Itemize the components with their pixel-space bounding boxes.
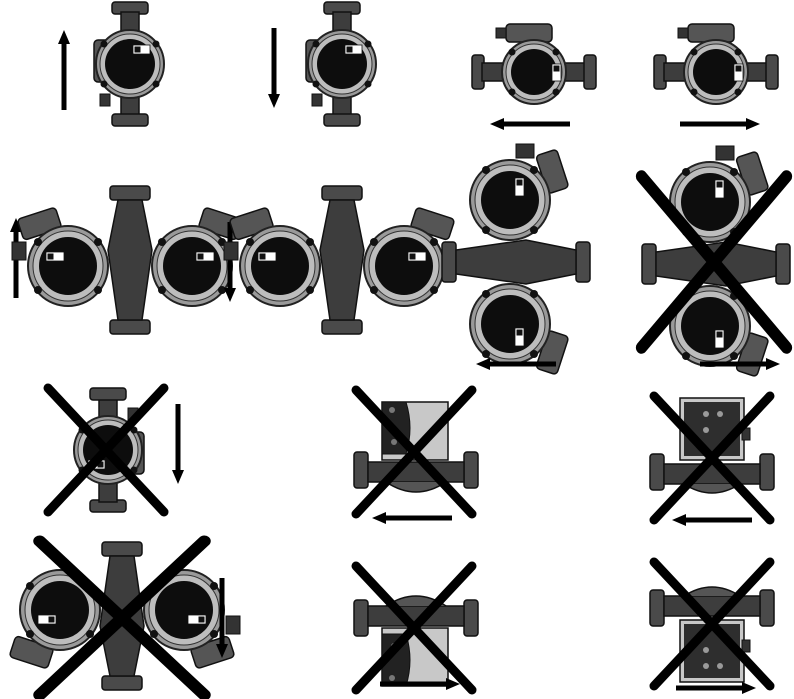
pump-icon bbox=[94, 2, 164, 126]
flow-arrow-right-icon bbox=[676, 682, 756, 694]
panel-single-vertical-down-2 bbox=[40, 388, 200, 518]
flow-arrow-left-icon bbox=[372, 512, 452, 524]
panel-twin-vertical-down bbox=[220, 180, 456, 340]
pump-icon bbox=[306, 2, 376, 126]
panel-single-motor-top-left bbox=[344, 396, 494, 526]
twin-pump-icon bbox=[224, 186, 455, 334]
panel-single-horizontal-left bbox=[462, 0, 612, 135]
panel-single-motor-top-left-2 bbox=[636, 394, 786, 528]
panel-single-horizontal-right bbox=[642, 0, 792, 135]
flow-arrow-up-icon bbox=[58, 30, 70, 110]
panel-single-motor-down-right-2 bbox=[636, 548, 786, 699]
panel-twin-inverted-down bbox=[18, 540, 238, 699]
flow-arrow-left-icon bbox=[672, 514, 752, 526]
panel-single-vertical-down bbox=[262, 0, 392, 135]
panel-twin-vertical-up bbox=[4, 180, 240, 340]
panel-twin-horizontal-left bbox=[446, 160, 586, 375]
panel-twin-horizontal-right bbox=[636, 166, 792, 376]
flow-arrow-down-icon bbox=[172, 404, 184, 484]
twin-pump-icon bbox=[12, 186, 243, 334]
pump-icon bbox=[472, 24, 596, 104]
panel-single-motor-down-right bbox=[344, 560, 494, 695]
pump-icon bbox=[654, 24, 778, 104]
twin-pump-icon bbox=[442, 144, 590, 375]
panel-single-vertical-up bbox=[50, 0, 180, 135]
flow-arrow-left-icon bbox=[490, 118, 570, 130]
flow-arrow-down-icon bbox=[268, 28, 280, 108]
flow-arrow-right-icon bbox=[680, 118, 760, 130]
